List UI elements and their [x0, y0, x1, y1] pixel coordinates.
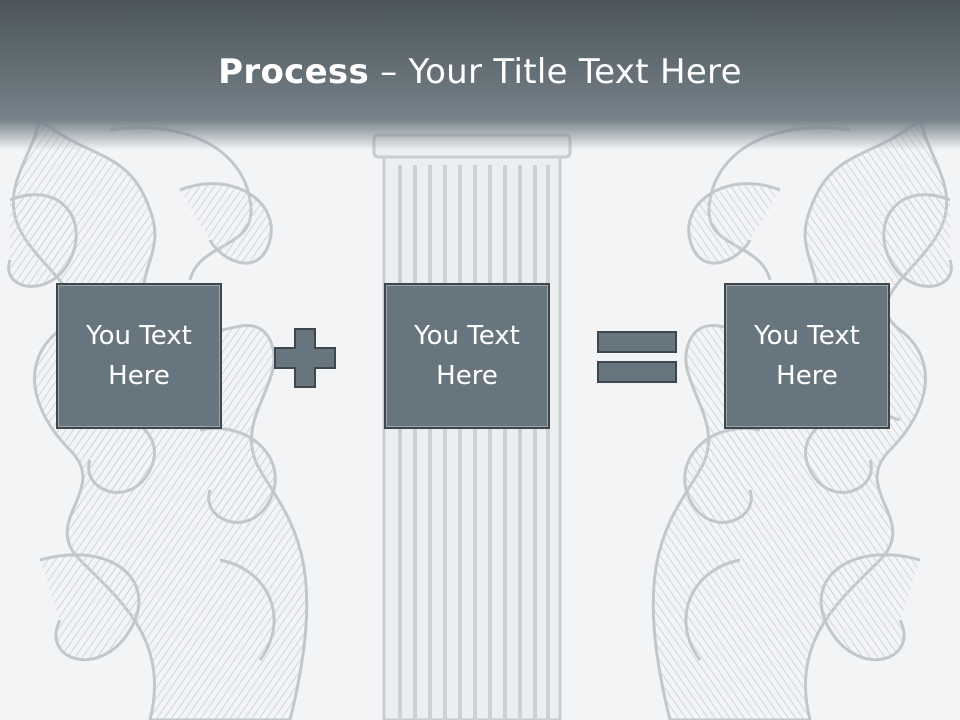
process-box-1: You Text Here — [56, 283, 222, 429]
plus-icon — [274, 328, 336, 388]
title-rest: – Your Title Text Here — [369, 52, 742, 92]
process-box-2: You Text Here — [384, 283, 550, 429]
title-bar — [0, 0, 960, 150]
title-bold: Process — [218, 52, 370, 92]
slide-title: Process – Your Title Text Here — [0, 52, 960, 92]
process-box-3: You Text Here — [724, 283, 890, 429]
equals-icon — [597, 331, 677, 383]
process-box-2-text: You Text Here — [414, 321, 520, 391]
column — [372, 133, 572, 720]
process-box-1-text: You Text Here — [86, 321, 192, 391]
process-box-3-text: You Text Here — [754, 321, 860, 391]
